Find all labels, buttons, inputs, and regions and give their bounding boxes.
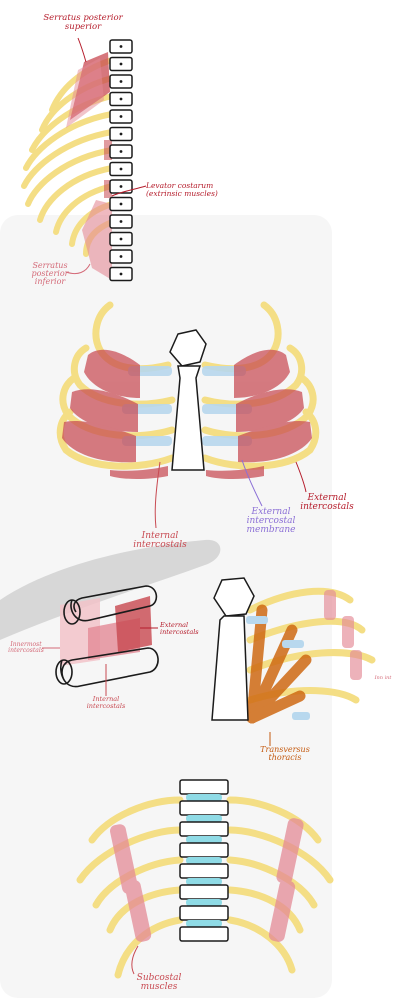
spinous-process-dot [120,80,123,83]
spinous-process-dot [120,45,123,48]
vertebral-body [180,885,228,899]
vertebral-body [180,822,228,836]
spinous-process-dot [120,238,123,241]
spinous-process-dot [120,98,123,101]
intervertebral-disc [186,836,222,843]
label-levator-costarum: Levator costarum (extrinsic muscles) [146,182,230,197]
label-serratus-posterior-superior: Serratus posterior superior [38,14,128,31]
label-internal-intercostals-small: Internal intercostals [84,696,128,709]
spinous-process-dot [120,63,123,66]
spinous-process-dot [120,185,123,188]
spinous-process-dot [120,273,123,276]
label-internal-intercostals: Internal intercostals [130,532,190,550]
label-external-intercostals: External intercostals [298,494,356,512]
intervertebral-disc [186,815,222,822]
label-side-small: Inn int [374,676,392,681]
intervertebral-disc [186,920,222,927]
intervertebral-disc [186,857,222,864]
spinous-process-dot [120,203,123,206]
intervertebral-disc [186,899,222,906]
label-external-intercostals-small: External intercostals [160,622,204,635]
vertebral-body [180,864,228,878]
intervertebral-disc [186,794,222,801]
vertebral-body [180,801,228,815]
label-external-intercostal-membrane: External intercostal membrane [240,508,302,535]
spine-segment [180,780,228,941]
spinous-process-dot [120,150,123,153]
label-subcostal-muscles: Subcostal muscles [130,974,188,992]
spinous-process-dot [120,255,123,258]
label-serratus-posterior-inferior: Serratus posterior inferior [30,262,70,286]
spinous-process-dot [120,133,123,136]
vertebral-body [180,780,228,794]
label-transversus-thoracis: Transversus thoracis [258,746,312,762]
spinous-process-dot [120,220,123,223]
vertebral-column [110,40,132,281]
vertebral-body [180,927,228,941]
vertebral-body [180,906,228,920]
spinous-process-dot [120,168,123,171]
spinous-process-dot [120,115,123,118]
vertebral-body [180,843,228,857]
label-innermost-intercostals: Innermost intercostals [4,642,48,654]
intervertebral-disc [186,878,222,885]
